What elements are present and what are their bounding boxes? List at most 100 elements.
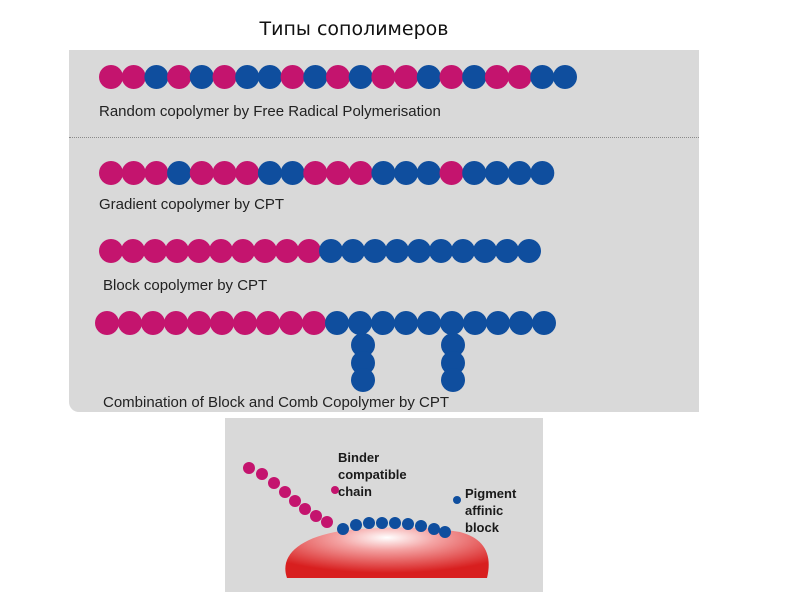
- binder-monomer-bead: [118, 311, 142, 335]
- pigment-monomer-bead: [394, 311, 418, 335]
- pigment-monomer-bead: [530, 65, 555, 89]
- pigment-legend-dot: [453, 496, 461, 504]
- pigment-monomer-bead: [325, 311, 349, 335]
- binder-monomer-bead: [394, 65, 419, 89]
- binder-monomer-bead: [165, 239, 189, 263]
- pigment-monomer-bead: [189, 65, 214, 89]
- pigment-monomer-bead: [167, 161, 192, 185]
- page-title: Типы сополимеров: [259, 18, 449, 40]
- pigment-monomer-bead: [439, 526, 451, 538]
- binder-monomer-bead: [299, 503, 311, 515]
- pigment-monomer-bead: [484, 161, 509, 185]
- pigment-monomer-bead: [402, 518, 414, 530]
- binder-monomer-bead: [144, 161, 169, 185]
- pigment-monomer-bead: [371, 311, 395, 335]
- pigment-monomer-bead: [509, 311, 533, 335]
- binder-monomer-bead: [233, 311, 257, 335]
- binder-monomer-bead: [99, 161, 123, 185]
- binder-monomer-bead: [279, 311, 303, 335]
- pigment-monomer-bead: [451, 239, 475, 263]
- pigment-monomer-bead: [407, 239, 431, 263]
- binder-monomer-bead: [231, 239, 255, 263]
- pigment-monomer-bead: [486, 311, 510, 335]
- binder-monomer-bead: [143, 239, 167, 263]
- binder-monomer-bead: [164, 311, 188, 335]
- binder-monomer-bead: [235, 161, 260, 185]
- binder-monomer-bead: [439, 65, 464, 89]
- pigment-monomer-bead: [363, 239, 387, 263]
- binder-monomer-bead: [167, 65, 192, 89]
- pigment-monomer-bead: [389, 517, 401, 529]
- block-copolymer-chain: [99, 239, 541, 263]
- pigment-monomer-bead: [462, 65, 487, 89]
- chains-canvas: [95, 65, 577, 392]
- binder-monomer-bead: [187, 311, 211, 335]
- pigment-monomer-bead: [440, 311, 464, 335]
- pigment-monomer-bead: [495, 239, 519, 263]
- binder-legend-dot: [331, 486, 339, 494]
- binder-monomer-bead: [121, 161, 146, 185]
- pigment-monomer-bead: [257, 161, 282, 185]
- binder-monomer-bead: [280, 65, 305, 89]
- adsorbed-copolymer-chain: [243, 462, 451, 538]
- pigment-monomer-bead: [473, 239, 497, 263]
- pigment-illustration: [243, 462, 489, 578]
- block-comb-copolymer-label: Combination of Block and Comb Copolymer …: [103, 394, 449, 411]
- block-copolymer-label: Block copolymer by CPT: [103, 277, 268, 294]
- binder-compatible-chain-label: Binder compatible chain: [338, 450, 407, 499]
- binder-monomer-bead: [279, 486, 291, 498]
- pigment-monomer-bead: [363, 517, 375, 529]
- pigment-monomer-bead: [235, 65, 260, 89]
- binder-monomer-bead: [256, 311, 280, 335]
- pigment-monomer-bead: [463, 311, 487, 335]
- pigment-monomer-bead: [351, 333, 375, 357]
- pigment-monomer-bead: [348, 311, 372, 335]
- pigment-monomer-bead: [553, 65, 577, 89]
- pigment-monomer-bead: [394, 161, 419, 185]
- pigment-monomer-bead: [280, 161, 305, 185]
- binder-monomer-bead: [326, 161, 350, 185]
- pigment-particle: [285, 527, 489, 578]
- binder-monomer-bead: [371, 65, 396, 89]
- binder-monomer-bead: [121, 239, 145, 263]
- pigment-monomer-bead: [371, 161, 396, 185]
- pigment-monomer-bead: [350, 519, 362, 531]
- binder-monomer-bead: [99, 65, 123, 89]
- pigment-monomer-bead: [441, 333, 465, 357]
- binder-monomer-bead: [348, 161, 373, 185]
- pigment-monomer-bead: [385, 239, 409, 263]
- gradient-copolymer-label: Gradient copolymer by CPT: [99, 196, 285, 213]
- binder-monomer-bead: [268, 477, 280, 489]
- binder-monomer-bead: [189, 161, 214, 185]
- pigment-monomer-bead: [376, 517, 388, 529]
- binder-monomer-bead: [310, 510, 322, 522]
- gradient-copolymer-chain: [99, 161, 555, 185]
- pigment-monomer-bead: [348, 65, 373, 89]
- pigment-monomer-bead: [441, 351, 465, 375]
- binder-monomer-bead: [297, 239, 321, 263]
- binder-monomer-bead: [484, 65, 509, 89]
- pigment-monomer-bead: [507, 161, 532, 185]
- random-copolymer-chain: [99, 65, 577, 89]
- binder-monomer-bead: [99, 239, 123, 263]
- random-copolymer-label: Random copolymer by Free Radical Polymer…: [99, 103, 441, 120]
- binder-monomer-bead: [141, 311, 165, 335]
- binder-monomer-bead: [289, 495, 301, 507]
- binder-monomer-bead: [212, 65, 237, 89]
- binder-monomer-bead: [326, 65, 350, 89]
- pigment-dispersion-inset: Binder compatible chain Pigment affinic …: [225, 418, 543, 592]
- pigment-monomer-bead: [532, 311, 556, 335]
- pigment-monomer-bead: [415, 520, 427, 532]
- pigment-monomer-bead: [441, 368, 465, 392]
- pigment-affinic-block-label: Pigment affinic block: [465, 486, 517, 535]
- binder-monomer-bead: [121, 65, 146, 89]
- binder-monomer-bead: [303, 161, 328, 185]
- pigment-monomer-bead: [341, 239, 365, 263]
- pigment-monomer-bead: [351, 351, 375, 375]
- pigment-monomer-bead: [416, 161, 441, 185]
- pigment-monomer-bead: [429, 239, 453, 263]
- block-comb-copolymer-chain: [95, 311, 556, 392]
- pigment-monomer-bead: [303, 65, 328, 89]
- pigment-monomer-bead: [416, 65, 441, 89]
- pigment-monomer-bead: [428, 523, 440, 535]
